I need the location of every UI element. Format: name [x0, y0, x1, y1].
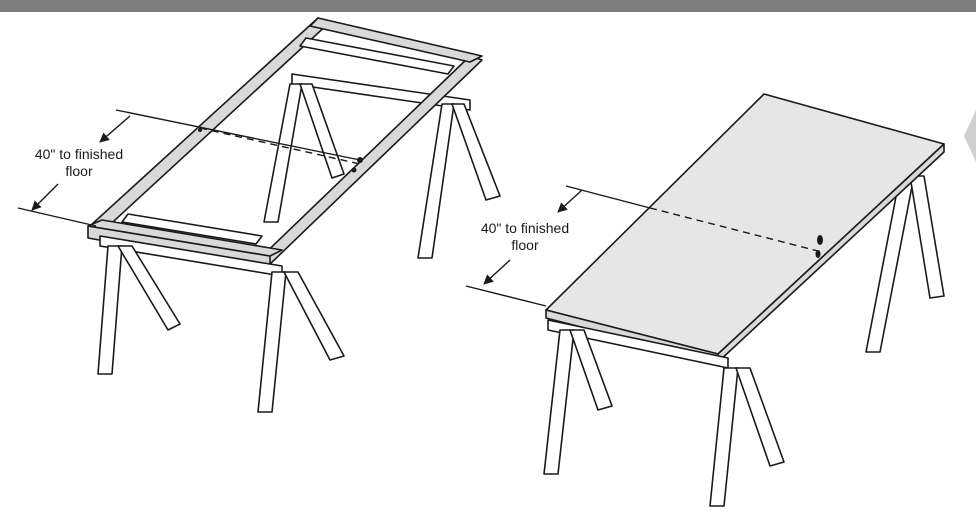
right-dimension — [465, 185, 823, 307]
door-frame — [87, 17, 483, 271]
front-sawhorse — [97, 235, 345, 413]
page-tab — [964, 110, 976, 162]
front-sawhorse-right — [543, 319, 785, 507]
left-dimension — [17, 109, 361, 227]
door-slab — [545, 93, 945, 363]
right-figure — [543, 93, 945, 507]
top-bar — [0, 0, 976, 12]
left-figure — [87, 17, 501, 413]
